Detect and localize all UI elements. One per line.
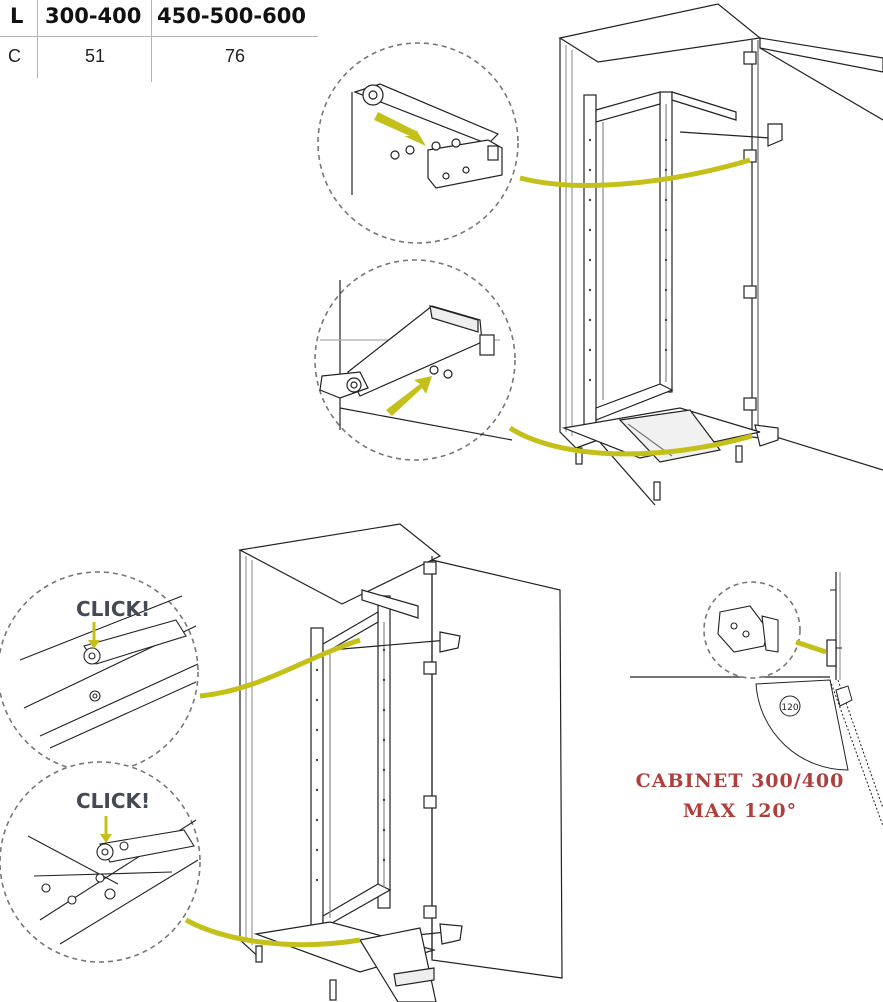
cabinet-note-line1: CABINET 300/400 <box>635 770 845 792</box>
angle-badge: 120 <box>781 703 798 713</box>
insert-arrow <box>374 112 426 146</box>
value-51: 51 <box>85 46 106 66</box>
detail-circle-click-upper: CLICK! <box>0 571 199 773</box>
insert-arrow <box>386 376 432 416</box>
detail-circle-click-lower: CLICK! <box>0 761 201 963</box>
detail-circle-upper-bracket <box>317 42 519 244</box>
table-divider <box>151 0 152 82</box>
header-l: L <box>10 4 24 28</box>
click-label-upper: CLICK! <box>76 597 150 621</box>
leader-arrow <box>199 637 361 699</box>
header-300-400: 300-400 <box>45 4 142 28</box>
cabinet-note: CABINET 300/400 MAX 120° <box>625 766 855 826</box>
leader-arrow <box>508 425 753 457</box>
top-cabinet <box>558 3 883 506</box>
leader-arrow <box>184 917 361 948</box>
click-label-lower: CLICK! <box>76 789 150 813</box>
header-450-600: 450-500-600 <box>157 4 306 28</box>
row-label-c: C <box>8 46 21 66</box>
spec-table: L 300-400 450-500-600 C 51 76 <box>0 0 320 82</box>
detail-circle-lower-bracket <box>314 259 516 461</box>
bottom-cabinet <box>238 523 563 1002</box>
hole-pattern <box>315 648 386 882</box>
hole-pattern <box>588 138 668 382</box>
value-76: 76 <box>225 46 246 66</box>
table-divider <box>0 36 318 37</box>
hinge-angle-detail: 120 <box>630 572 883 827</box>
leader-arrow <box>795 639 827 655</box>
table-divider <box>37 0 38 78</box>
cabinet-note-line2: MAX 120° <box>682 800 798 822</box>
leader-arrow <box>519 157 751 188</box>
